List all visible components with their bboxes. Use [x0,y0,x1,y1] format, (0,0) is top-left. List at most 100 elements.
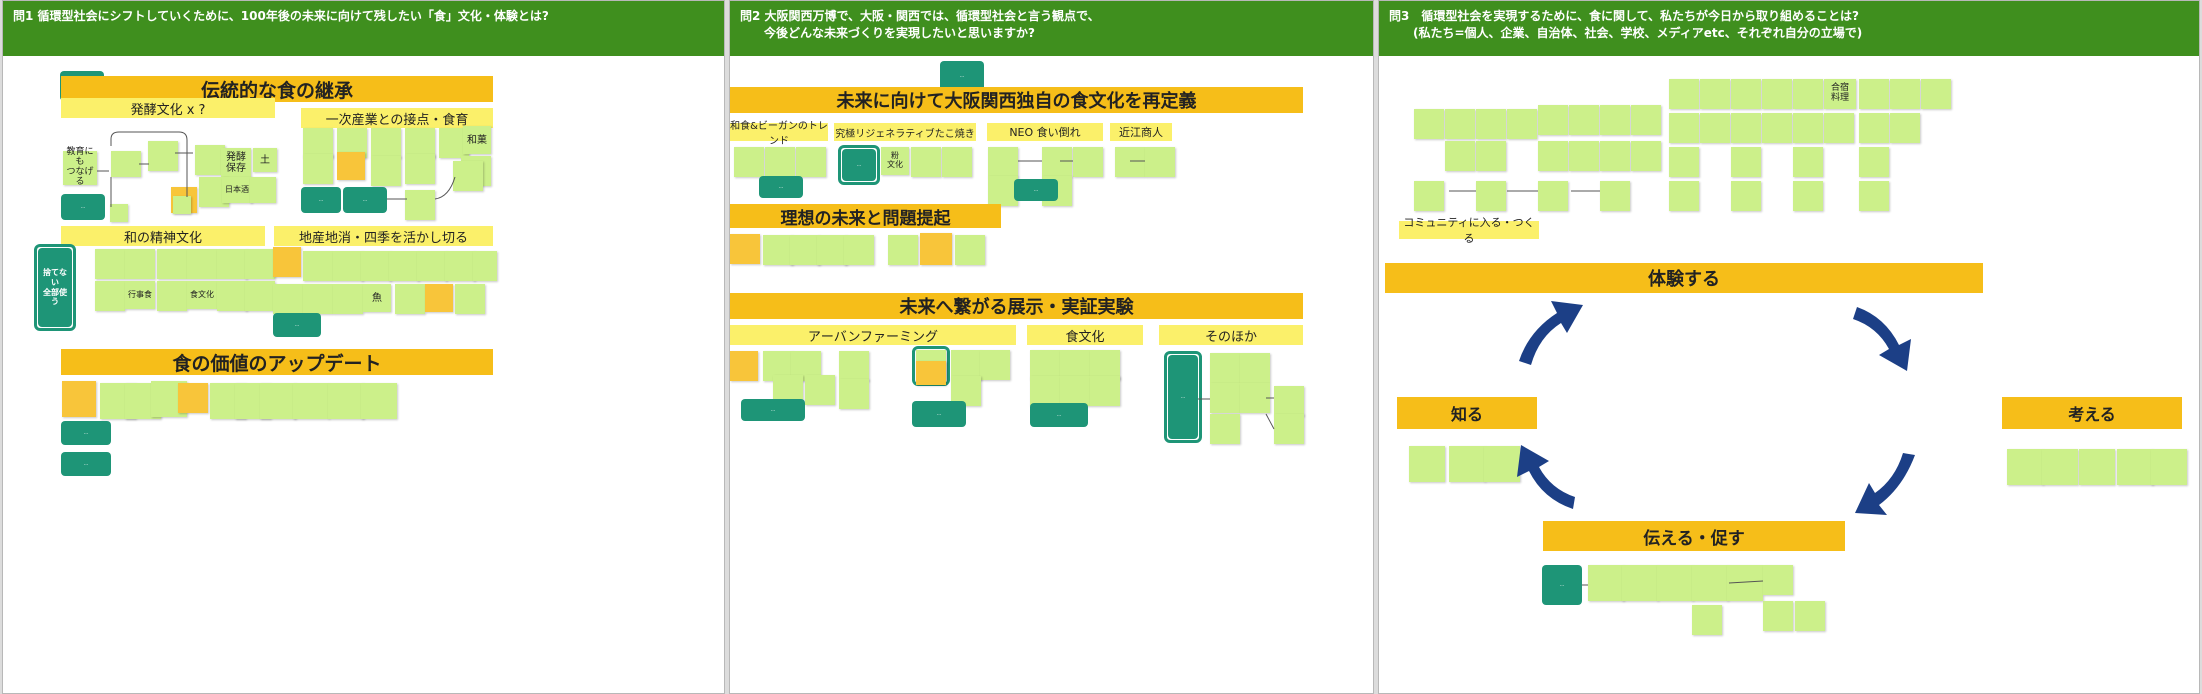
sticky-note[interactable] [2007,449,2043,485]
sticky-note[interactable]: 食文化 [187,281,217,309]
sticky-note-orange[interactable] [425,284,453,312]
sticky-note[interactable] [734,147,764,177]
sticky-note[interactable] [1073,147,1103,177]
sticky-note[interactable] [1445,141,1475,171]
sticky-note-teal[interactable]: … [1014,179,1058,201]
sticky-note[interactable] [95,249,125,279]
sticky-note[interactable] [1692,605,1722,635]
sticky-note[interactable] [1476,181,1506,211]
sticky-note-teal[interactable]: … [61,452,111,476]
sticky-note[interactable] [1731,181,1761,211]
sticky-note[interactable] [1793,79,1823,109]
sticky-note[interactable] [1449,446,1485,482]
sticky-note[interactable] [395,284,425,314]
sticky-note[interactable] [955,235,985,265]
sticky-note[interactable] [333,284,363,314]
sticky-note[interactable] [361,383,397,419]
sticky-note[interactable] [1030,376,1060,406]
sticky-note[interactable] [1090,376,1120,406]
sticky-note-teal[interactable]: … [273,313,321,337]
sticky-note[interactable] [790,235,820,265]
sticky-note-teal[interactable]: … [61,421,111,445]
sticky-note[interactable] [245,249,275,279]
sticky-note[interactable] [371,128,401,158]
sticky-note[interactable] [328,383,364,419]
sticky-note[interactable] [888,235,918,265]
sticky-note[interactable] [95,281,125,311]
sticky-note[interactable] [1793,181,1823,211]
sticky-note[interactable] [1588,565,1624,601]
sticky-note[interactable] [839,351,869,381]
sticky-note[interactable] [1538,141,1568,171]
sticky-note[interactable] [455,284,485,314]
sticky-note-teal[interactable]: … [1030,403,1088,427]
sticky-note[interactable] [389,251,419,281]
sticky-note[interactable]: 和菓 [463,126,491,154]
sticky-note[interactable] [1210,414,1240,444]
sticky-note[interactable] [453,161,483,191]
sticky-note[interactable] [1921,79,1951,109]
sticky-note-orange[interactable] [920,233,952,265]
sticky-note[interactable] [1600,181,1630,211]
sticky-note[interactable] [1210,353,1240,383]
sticky-note[interactable] [1476,109,1506,139]
sticky-note[interactable] [1631,105,1661,135]
sticky-note[interactable] [148,141,178,171]
sticky-note-teal[interactable]: … [842,149,876,181]
sticky-note[interactable] [125,249,155,279]
sticky-note[interactable] [1762,113,1792,143]
sticky-note[interactable] [187,249,217,279]
sticky-note[interactable] [303,251,333,281]
sticky-note[interactable] [1622,565,1658,601]
sticky-note[interactable] [2042,449,2078,485]
sticky-note[interactable] [1060,350,1090,380]
sticky-note[interactable] [1409,446,1445,482]
sticky-note[interactable] [1274,414,1304,444]
sticky-note[interactable] [1042,147,1072,177]
sticky-note[interactable] [980,350,1010,380]
sticky-note[interactable] [273,284,303,314]
sticky-note[interactable] [173,196,191,214]
sticky-note[interactable] [2117,449,2153,485]
sticky-note[interactable] [405,154,435,184]
sticky-note[interactable] [1210,383,1240,413]
sticky-note[interactable] [303,128,333,158]
sticky-note[interactable] [1657,565,1693,601]
sticky-note[interactable] [1507,109,1537,139]
sticky-note[interactable] [110,204,128,222]
sticky-note[interactable]: 粉 文化 [881,147,909,175]
sticky-note[interactable] [1569,141,1599,171]
sticky-note[interactable] [796,147,826,177]
sticky-note[interactable] [1030,350,1060,380]
sticky-note[interactable]: 魚 [363,284,391,312]
sticky-note[interactable] [1859,79,1889,109]
sticky-note[interactable] [1762,79,1792,109]
sticky-note[interactable] [293,383,329,419]
sticky-note[interactable] [805,375,835,405]
sticky-note[interactable] [1145,147,1175,177]
sticky-note[interactable] [1859,113,1889,143]
sticky-note[interactable] [2151,449,2187,485]
sticky-note[interactable] [1600,105,1630,135]
sticky-note[interactable] [951,350,981,380]
sticky-note-teal[interactable]: … [741,399,805,421]
sticky-note[interactable]: 合宿 料理 [1824,79,1856,109]
sticky-note[interactable] [245,281,275,311]
sticky-note[interactable] [1476,141,1506,171]
sticky-note-teal[interactable]: … [912,401,966,427]
sticky-note-teal[interactable]: … [301,187,341,213]
sticky-note[interactable] [1859,181,1889,211]
sticky-note[interactable] [405,128,435,158]
sticky-note[interactable] [1669,147,1699,177]
sticky-note[interactable] [217,281,247,311]
sticky-note[interactable]: 行事食 [125,281,155,309]
sticky-note[interactable] [157,249,187,279]
sticky-note[interactable] [1859,147,1889,177]
sticky-note[interactable] [195,145,225,175]
sticky-note[interactable] [1445,109,1475,139]
sticky-note-teal[interactable]: 捨てない 全部使う [38,248,72,327]
sticky-note[interactable] [988,176,1018,206]
sticky-note[interactable] [844,235,874,265]
sticky-note[interactable] [1631,141,1661,171]
sticky-note[interactable] [1240,383,1270,413]
